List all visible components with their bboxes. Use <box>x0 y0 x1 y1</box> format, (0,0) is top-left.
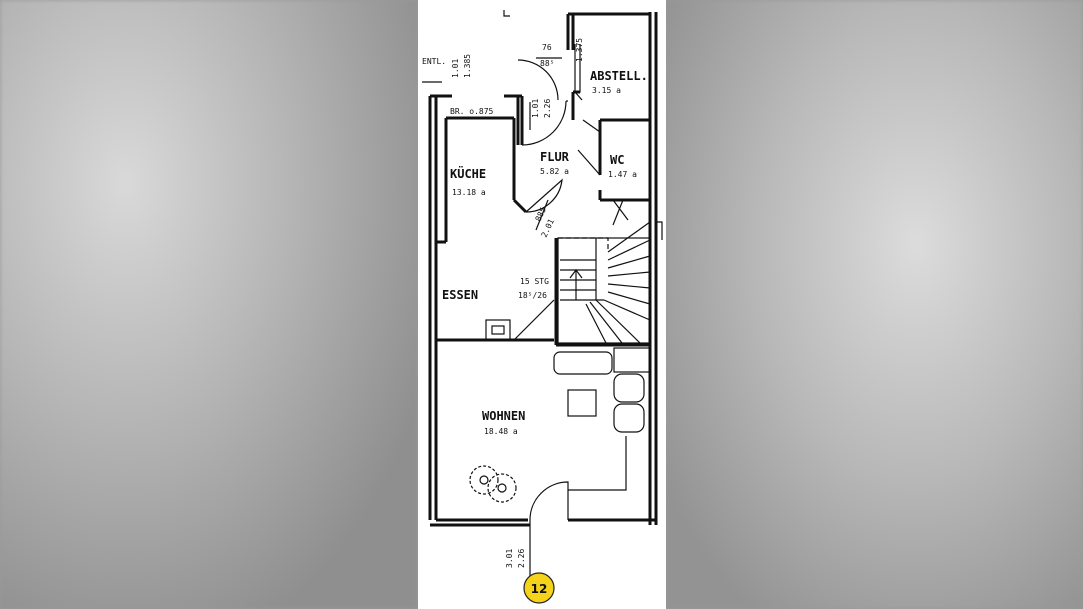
blurred-background-left <box>0 0 418 609</box>
bottom-door-dim-top: 3.01 <box>505 549 514 568</box>
room-name-kueche: KÜCHE <box>450 166 486 181</box>
room-area-abstell: 3.15 a <box>592 86 621 95</box>
inner-walls <box>436 90 650 347</box>
coffee-table <box>567 389 597 417</box>
door-swings <box>517 59 601 595</box>
door-dim-bottom: 88⁵ <box>540 59 554 68</box>
blurred-background-right <box>666 0 1083 609</box>
stairs-label-2: 18⁵/26 <box>518 291 547 300</box>
window-label: BR. o.875 <box>450 107 494 116</box>
cabinet <box>613 347 651 373</box>
abstell-dim: 1.375 <box>575 38 584 62</box>
room-area-wc: 1.47 a <box>608 170 637 179</box>
room-area-kueche: 13.18 a <box>452 188 486 197</box>
room-name-wc: WC <box>610 153 624 167</box>
armchair-1 <box>613 373 645 403</box>
armchair-2 <box>613 403 645 433</box>
room-name-essen: ESSEN <box>442 288 478 302</box>
bottom-door-dim-bottom: 2.26 <box>517 549 526 568</box>
stove <box>485 319 511 341</box>
room-name-abstell: ABSTELL. <box>590 69 648 83</box>
flur-door-dim-bottom: 2.26 <box>543 99 552 118</box>
stairs-label-1: 15 STG <box>520 277 549 286</box>
room-name-wohnen: WOHNEN <box>482 409 525 423</box>
floor-plan: ENTL. 1.01 1.385 76 88⁵ 1.375 BR. o.875 … <box>418 0 666 609</box>
room-name-flur: FLUR <box>540 150 570 164</box>
outer-walls <box>428 12 658 527</box>
badge-circle <box>523 572 555 604</box>
sofa-back <box>553 351 613 375</box>
entl-label: ENTL. <box>422 57 446 66</box>
floor-plan-drawing: ENTL. 1.01 1.385 76 88⁵ 1.375 BR. o.875 … <box>422 10 663 604</box>
staircase <box>513 199 651 344</box>
plan-number-badge: 12 <box>523 572 555 604</box>
badge-number: 12 <box>531 582 548 596</box>
flur-door-dim-top: 1.01 <box>531 99 540 118</box>
room-area-wohnen: 18.48 a <box>484 427 518 436</box>
room-area-flur: 5.82 a <box>540 167 569 176</box>
door-dim-top: 76 <box>542 43 552 52</box>
furniture <box>469 319 651 503</box>
entl-dim-bottom: 1.385 <box>463 54 472 78</box>
plant-icon <box>469 465 517 503</box>
entl-dim-top: 1.01 <box>451 59 460 78</box>
